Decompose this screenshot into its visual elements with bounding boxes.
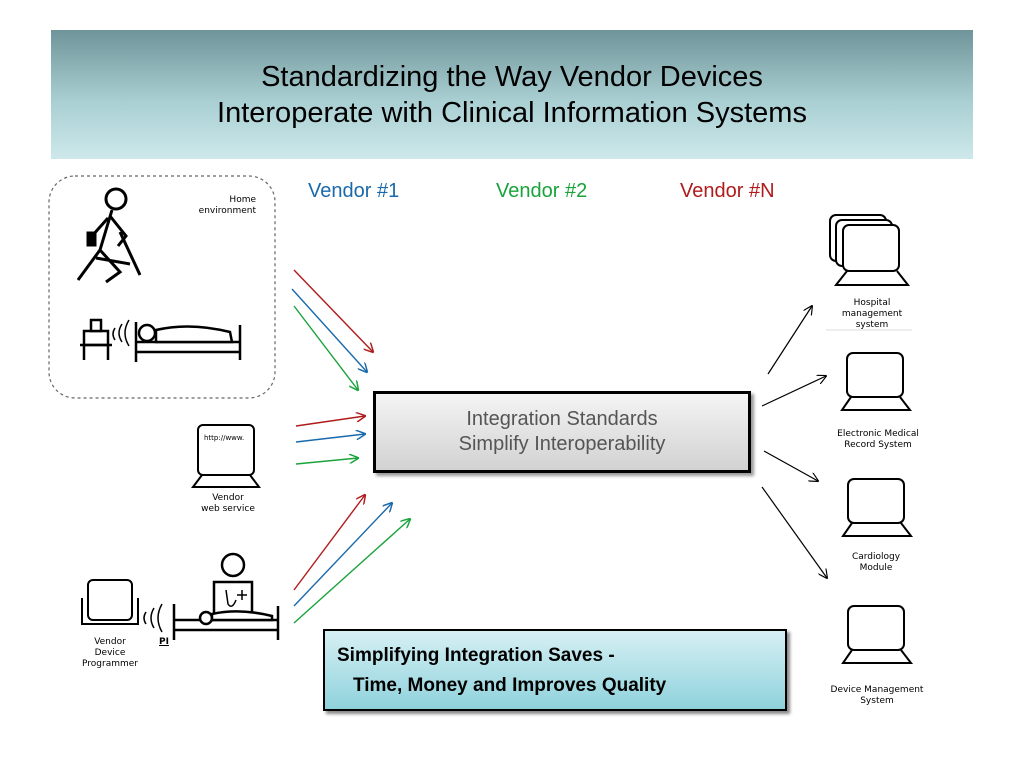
arrow-to-emr [761, 376, 826, 407]
programmer-arrow-blue [293, 503, 392, 607]
title-banner: Standardizing the Way Vendor Devices Int… [51, 30, 973, 159]
callout-line-1: Simplifying Integration Saves - [337, 645, 615, 666]
home-bed-patient-icon [80, 318, 242, 362]
emr-monitor-icon [840, 352, 913, 411]
vendor-2-label: Vendor #2 [496, 180, 588, 202]
web-service-url: http://www. [204, 434, 244, 442]
savings-callout: Simplifying Integration Saves - Time, Mo… [323, 629, 787, 711]
programmer-arrow-green [293, 519, 410, 624]
programmer-device-icon [81, 579, 163, 633]
arrow-to-cardiology [763, 450, 818, 481]
web-arrow-blue [295, 434, 365, 443]
callout-line-2: Time, Money and Improves Quality [353, 675, 667, 696]
web-arrow-green [295, 458, 358, 465]
web-arrow-red [295, 416, 365, 427]
walking-person-icon [76, 187, 142, 284]
doctor-patient-icon [172, 552, 280, 640]
device-management-monitor-icon [841, 605, 914, 664]
vendor-1-label: Vendor #1 [308, 180, 400, 202]
pi-tag: PI [159, 637, 169, 647]
vendor-n-label: Vendor #N [680, 180, 775, 202]
home-arrow-blue [291, 288, 367, 372]
home-arrow-green [293, 305, 358, 390]
title-line-2: Interoperate with Clinical Information S… [217, 96, 807, 129]
web-service-monitor-icon [191, 424, 261, 488]
home-environment-frame [48, 175, 276, 399]
vendor-input-arrows [291, 269, 410, 624]
center-line-2: Simplify Interoperability [458, 433, 666, 455]
hospital-system-monitors-icon [826, 214, 912, 331]
system-output-arrows [761, 306, 827, 578]
programmer-arrow-red [293, 495, 365, 591]
arrow-to-hospital [767, 306, 812, 375]
cardiology-monitor-icon [841, 478, 914, 537]
center-line-1: Integration Standards [466, 408, 658, 430]
integration-standards-box: Integration Standards Simplify Interoper… [373, 391, 751, 473]
arrow-to-device-mgmt [761, 486, 827, 578]
home-arrow-red [293, 269, 373, 352]
title-line-1: Standardizing the Way Vendor Devices [261, 60, 763, 93]
